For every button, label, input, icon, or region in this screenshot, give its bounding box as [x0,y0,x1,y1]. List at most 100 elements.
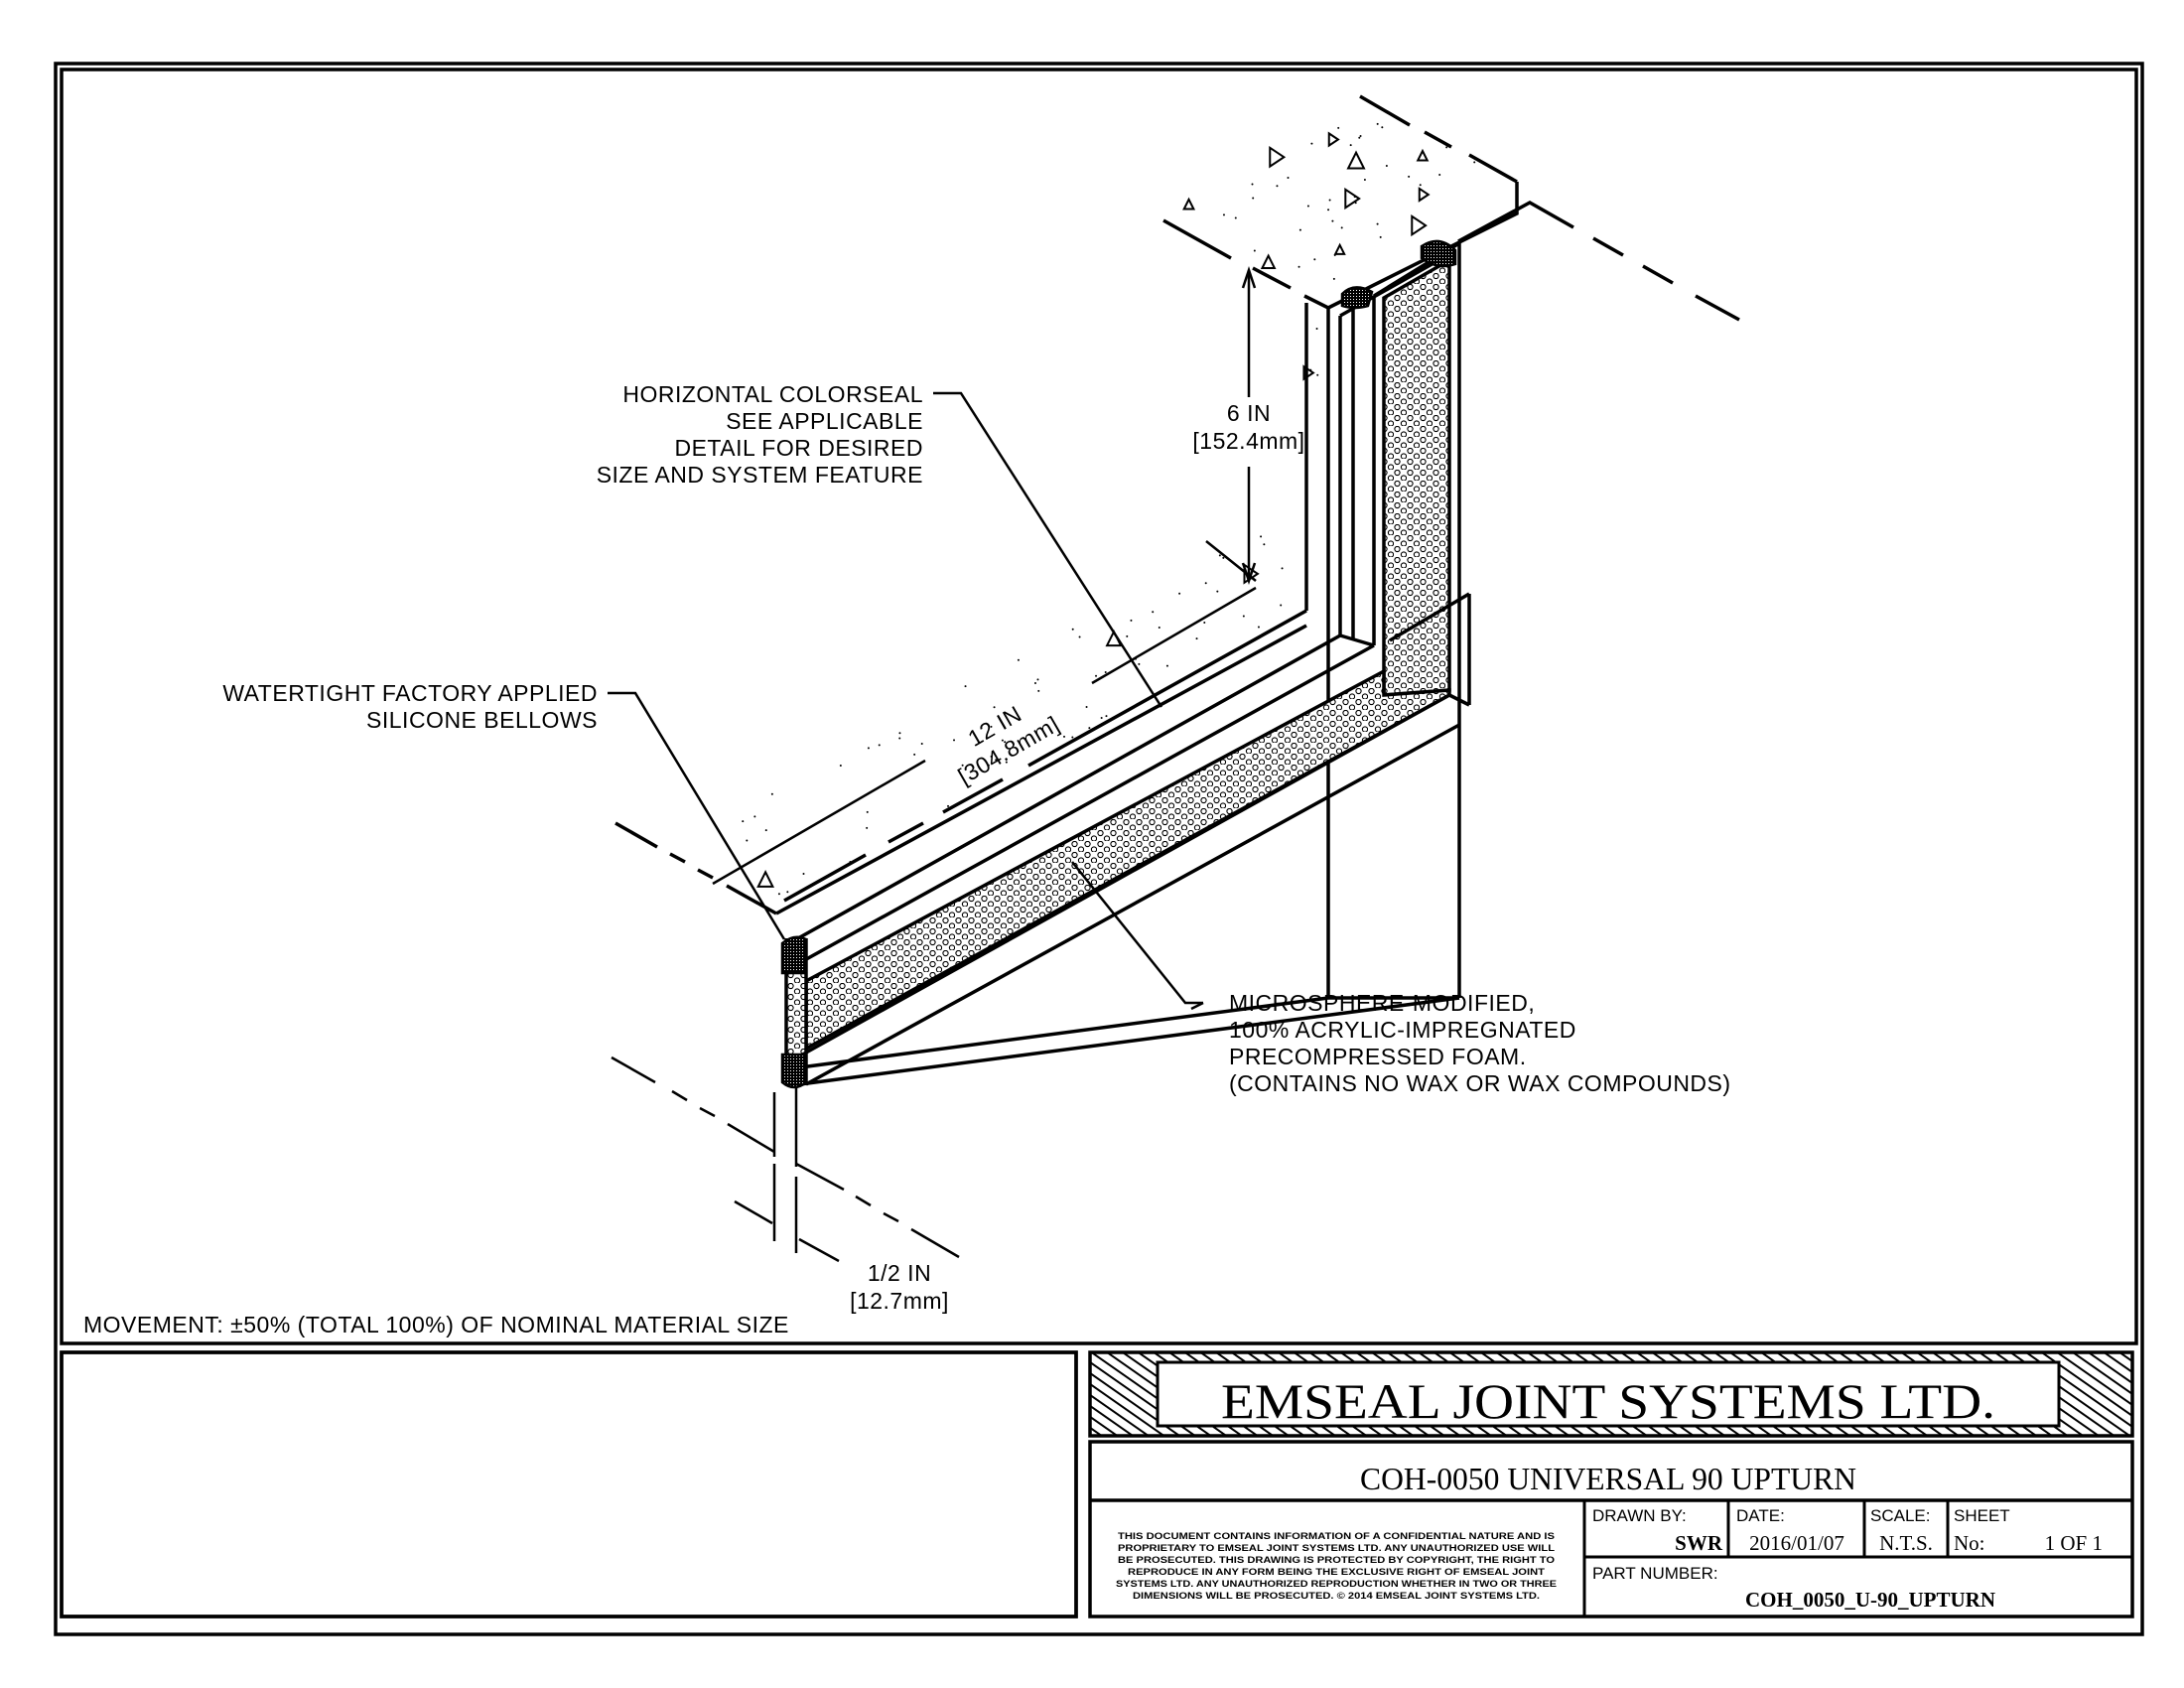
sheet-value: 1 OF 1 [2045,1531,2103,1555]
aggregate-dot [1363,178,1366,181]
aggregate-dot [1354,202,1357,205]
aggregate-dot [1445,146,1448,149]
aggregate-triangle [756,870,775,888]
aggregate-dot [1216,590,1219,593]
aggregate-dot [878,744,881,747]
aggregate-triangle [1302,364,1315,381]
aggregate-triangle [1327,131,1340,148]
aggregate-dot [1104,670,1107,673]
aggregate-dot [1385,165,1388,168]
callout-bellows: WATERTIGHT FACTORY APPLIED SILICONE BELL… [222,680,598,733]
aggregate-dot [1253,249,1256,252]
concrete-aggregate-pattern [742,122,1476,896]
aggregate-dot [1242,615,1245,618]
dimension-height [1205,266,1257,585]
part-number-label: PART NUMBER: [1592,1564,1718,1583]
aggregate-dot [1063,735,1066,738]
aggregate-dot [964,685,967,688]
svg-text:SILICONE BELLOWS: SILICONE BELLOWS [366,707,598,733]
aggregate-dot [1298,228,1301,231]
aggregate-dot [802,873,805,876]
notes-box [60,1350,1078,1618]
dimension-length [712,586,1257,886]
aggregate-dot [1100,717,1103,720]
aggregate-dot [1195,637,1198,640]
aggregate-dot [1001,739,1004,742]
aggregate-dot [1088,727,1091,730]
aggregate-dot [1071,628,1074,631]
aggregate-dot [866,810,869,813]
aggregate-triangle [1344,187,1361,211]
aggregate-triangle [1182,197,1196,211]
aggregate-dot [1037,689,1040,692]
drawn-by-value: SWR [1675,1531,1723,1555]
aggregate-dot [1359,134,1362,137]
aggregate-dot [1276,185,1279,188]
aggregate-dot [1138,662,1141,665]
aggregate-dot [1203,621,1206,624]
callout-colorseal: HORIZONTAL COLORSEAL SEE APPLICABLE DETA… [597,381,923,488]
aggregate-dot [920,743,923,746]
aggregate-dot [1315,327,1318,330]
aggregate-dot [1297,265,1300,268]
aggregate-dot [1126,634,1129,637]
aggregate-dot [898,737,901,740]
aggregate-triangle [1411,213,1428,237]
aggregate-dot [753,815,756,818]
aggregate-dot [1071,736,1074,739]
aggregate-dot [1263,543,1266,546]
aggregate-dot [1260,535,1263,538]
aggregate-dot [947,804,950,807]
aggregate-dot [777,893,780,896]
callout-foam: MICROSPHERE-MODIFIED, 100% ACRYLIC-IMPRE… [1229,990,1730,1096]
drawn-by-label: DRAWN BY: [1592,1506,1687,1525]
silicone-bellows [780,239,1457,1089]
concrete-substrate-outline [614,94,1740,998]
company-name: EMSEAL JOINT SYSTEMS LTD. [1221,1373,1995,1429]
aggregate-dot [1340,226,1343,229]
aggregate-dot [1004,741,1007,744]
disclaimer: THIS DOCUMENT CONTAINS INFORMATION OF A … [1116,1531,1558,1602]
aggregate-dot [913,753,916,756]
svg-text:DIMENSIONS WILL BE PROSECUTED.: DIMENSIONS WILL BE PROSECUTED. © 2014 EM… [1133,1591,1540,1602]
aggregate-dot [764,829,767,832]
aggregate-dot [1252,197,1255,200]
aggregate-dot [867,747,870,750]
scale-value: N.T.S. [1879,1531,1933,1555]
isometric-detail: 6 IN [152.4mm] 12 IN [304.8mm] [608,94,1740,1314]
aggregate-triangle [1418,187,1431,203]
aggregate-dot [1353,196,1356,199]
aggregate-triangle [1333,242,1346,255]
drawing-title: COH-0050 UNIVERSAL 90 UPTURN [1360,1461,1856,1496]
aggregate-dot [746,839,749,842]
aggregate-dot [742,820,745,823]
date-value: 2016/01/07 [1749,1531,1844,1555]
aggregate-dot [1358,136,1361,139]
seal-layers [788,241,1461,1086]
aggregate-dot [1234,216,1237,219]
aggregate-dot [1328,199,1331,202]
aggregate-dot [1105,715,1108,718]
aggregate-dot [1033,682,1036,685]
date-label: DATE: [1736,1506,1785,1525]
part-number-value: COH_0050_U-90_UPTURN [1745,1588,1995,1612]
svg-text:BE PROSECUTED. THIS DRAWING IS: BE PROSECUTED. THIS DRAWING IS PROTECTED… [1118,1555,1556,1566]
aggregate-dot [1005,761,1008,764]
aggregate-dot [1438,173,1441,176]
aggregate-triangle [1269,145,1287,169]
svg-text:100% ACRYLIC-IMPREGNATED: 100% ACRYLIC-IMPREGNATED [1229,1017,1576,1043]
foam-vertical [1382,256,1451,697]
aggregate-dot [1381,126,1384,129]
aggregate-dot [1158,626,1160,629]
aggregate-dot [1078,635,1081,638]
aggregate-dot [961,764,964,767]
dimension-height-metric: [152.4mm] [1192,428,1304,454]
aggregate-dot [1178,592,1181,595]
aggregate-dot [1408,175,1411,178]
aggregate-dot [898,732,901,735]
svg-text:WATERTIGHT FACTORY APPLIED: WATERTIGHT FACTORY APPLIED [222,680,598,706]
aggregate-triangle [1346,150,1366,170]
company-banner-inner [1156,1360,2061,1428]
svg-text:REPRODUCE IN ANY FORM BEING TH: REPRODUCE IN ANY FORM BEING THE EXCLUSIV… [1128,1567,1545,1578]
title-block: EMSEAL JOINT SYSTEMS LTD. COH-0050 UNIVE… [1088,1350,2134,1618]
